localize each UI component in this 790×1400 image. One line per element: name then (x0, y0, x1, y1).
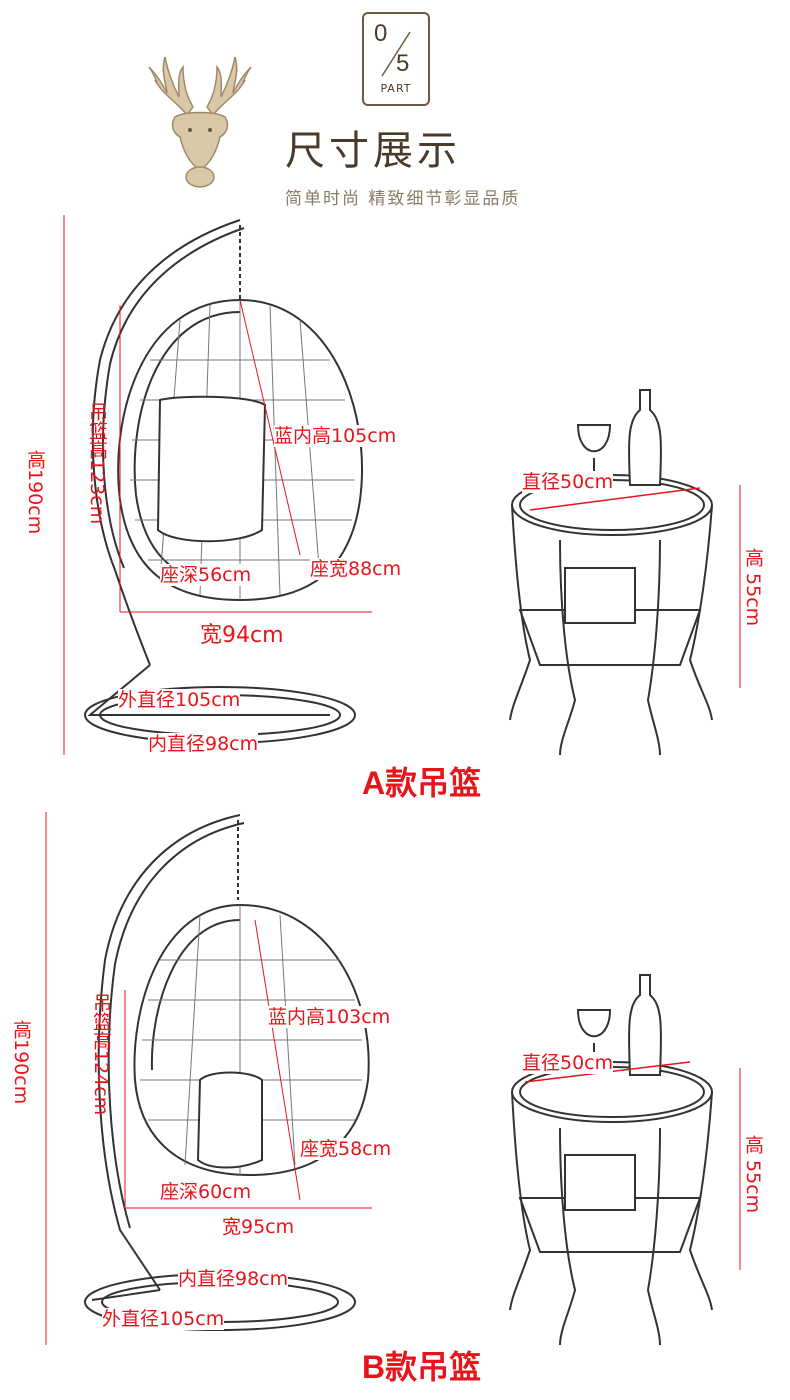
part-number-top: 0 (374, 20, 388, 47)
model-b-inner-height: 蓝内高103cm (268, 1006, 391, 1028)
model-b-total-height: 高190cm (10, 1020, 32, 1105)
model-a-inner-height: 蓝内高105cm (274, 425, 397, 447)
part-number-bottom: 5 (396, 50, 410, 77)
model-b-table-sketch (509, 974, 713, 1346)
model-a-chair-sketch (84, 219, 364, 744)
model-a-width: 宽94cm (200, 623, 284, 648)
part-badge: 0 5 PART (362, 12, 430, 106)
model-a-seat-width: 座宽88cm (310, 558, 402, 580)
model-b-seat-width: 座宽58cm (300, 1138, 392, 1160)
model-a-basket-height: 吊篮高123cm (86, 402, 108, 525)
model-b-seat-depth: 座深60cm (160, 1181, 252, 1203)
page-subtitle: 简单时尚 精致细节彰显品质 (285, 189, 521, 209)
model-a-table-diameter: 直径50cm (522, 471, 614, 493)
dimension-lines (45, 215, 741, 1345)
header: 0 5 PART 尺寸展示 简单时尚 精致细节彰显品质 (0, 0, 790, 215)
model-b-table-height: 高 55cm (742, 1135, 764, 1214)
model-a-outer-diameter: 外直径105cm (118, 689, 241, 711)
page-title: 尺寸展示 (285, 128, 461, 174)
model-a-table-sketch (509, 389, 713, 756)
model-b-chair-sketch (84, 814, 370, 1331)
model-a-total-height: 高190cm (24, 450, 46, 535)
model-a-seat-depth: 座深56cm (160, 564, 252, 586)
model-a-inner-diameter: 内直径98cm (148, 733, 259, 755)
model-a-title: A款吊篮 (362, 765, 482, 801)
model-b-basket-height: 吊篮高124cm (90, 993, 112, 1116)
part-label: PART (380, 82, 412, 95)
model-b-title: B款吊篮 (362, 1349, 482, 1385)
deer-head-icon (148, 56, 252, 188)
model-b-width: 宽95cm (222, 1216, 295, 1238)
model-b-outer-diameter: 外直径105cm (102, 1308, 225, 1330)
model-b-table-diameter: 直径50cm (522, 1052, 614, 1074)
model-a-table-height: 高 55cm (742, 548, 764, 627)
model-b-inner-diameter: 内直径98cm (178, 1268, 289, 1290)
